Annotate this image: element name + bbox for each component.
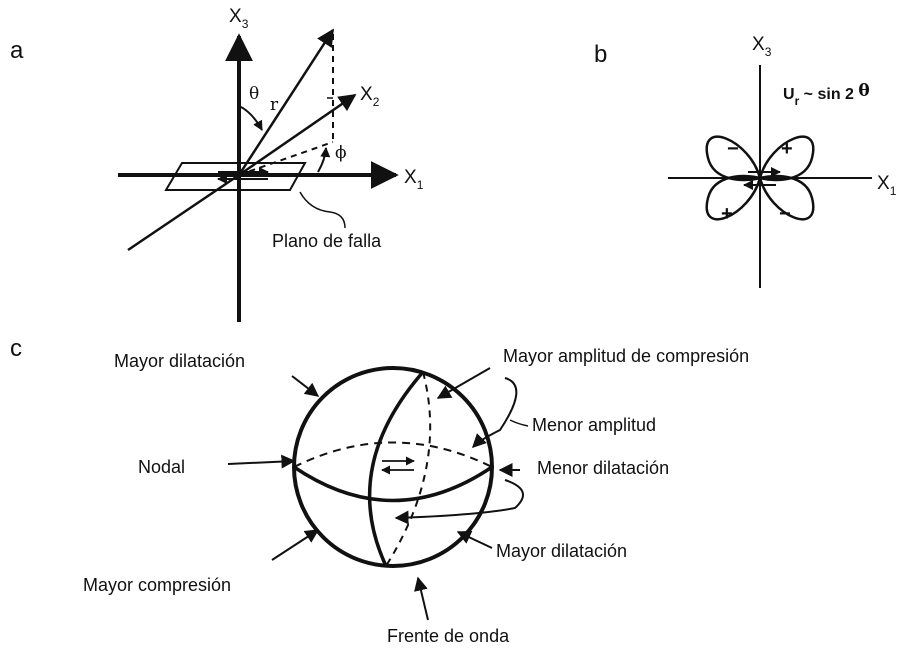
x2-axis-negative [127,173,240,252]
arrow-mayor-dilatacion-top [291,375,320,397]
label-mayor-dilatacion-bottom: Mayor dilatación [496,541,627,561]
label-menor-dilatacion: Menor dilatación [537,458,669,478]
menor-amplitud-brace [509,419,529,427]
arrow-nodal [227,454,296,469]
label-mayor-amplitud: Mayor amplitud de compresión [503,346,749,366]
sign-lower-left: + [721,203,733,225]
wavefront-sphere [292,366,494,568]
panel-b: b − + + − X3 X1 Ur ~ sin 2 θ [594,34,897,288]
b-x3-label: X3 [752,34,772,59]
label-frente-onda: Frente de onda [387,626,510,646]
theta-label: θ [249,84,259,104]
arrow-frente-onda [414,576,429,621]
sign-upper-left: − [727,138,739,160]
panel-b-letter: b [594,41,607,68]
label-nodal: Nodal [138,457,185,477]
panel-c-letter: c [10,335,22,362]
projection-horizontal [238,141,334,176]
equator-back [293,441,493,468]
sign-upper-right: + [781,138,793,160]
r-vector [237,28,335,176]
fault-plane-leader [299,191,346,229]
radiation-formula: Ur ~ sin 2 θ [783,81,870,108]
equator-front [293,465,493,503]
arrow-menor-amplitud-upper [472,377,518,448]
x1-label: X1 [404,167,424,192]
arrow-menor-amplitud-lower [394,479,524,525]
arrow-mayor-compresion [271,529,320,561]
x2-axis [238,93,357,177]
sign-lower-right: − [779,203,791,225]
label-menor-amplitud: Menor amplitud [532,415,656,435]
r-label: r [270,95,279,115]
fault-plane [164,162,307,191]
x2-label: X2 [360,84,380,109]
meridian-front [367,370,425,567]
b-x1-label: X1 [877,173,897,198]
arrow-mayor-amplitud [436,367,491,399]
fault-plane-label: Plano de falla [272,231,382,251]
phi-arc [317,147,331,173]
panel-a: a X3 X2 X1 θ r ϕ Plano de falla [10,6,424,322]
label-mayor-dilatacion-top: Mayor dilatación [114,351,245,371]
lobe-upper-right [758,135,815,182]
meridian-back [385,371,432,567]
x3-label: X3 [229,6,249,31]
lobe-upper-left [705,135,762,182]
lobe-lower-left [705,174,762,221]
panel-a-letter: a [10,37,24,64]
label-mayor-compresion: Mayor compresión [83,575,231,595]
theta-arc [238,105,263,131]
phi-label: ϕ [335,143,347,163]
panel-c: c Mayor dilatación Nodal Mayor compresió… [10,335,749,646]
arrow-mayor-dilatacion-bottom [456,531,493,549]
